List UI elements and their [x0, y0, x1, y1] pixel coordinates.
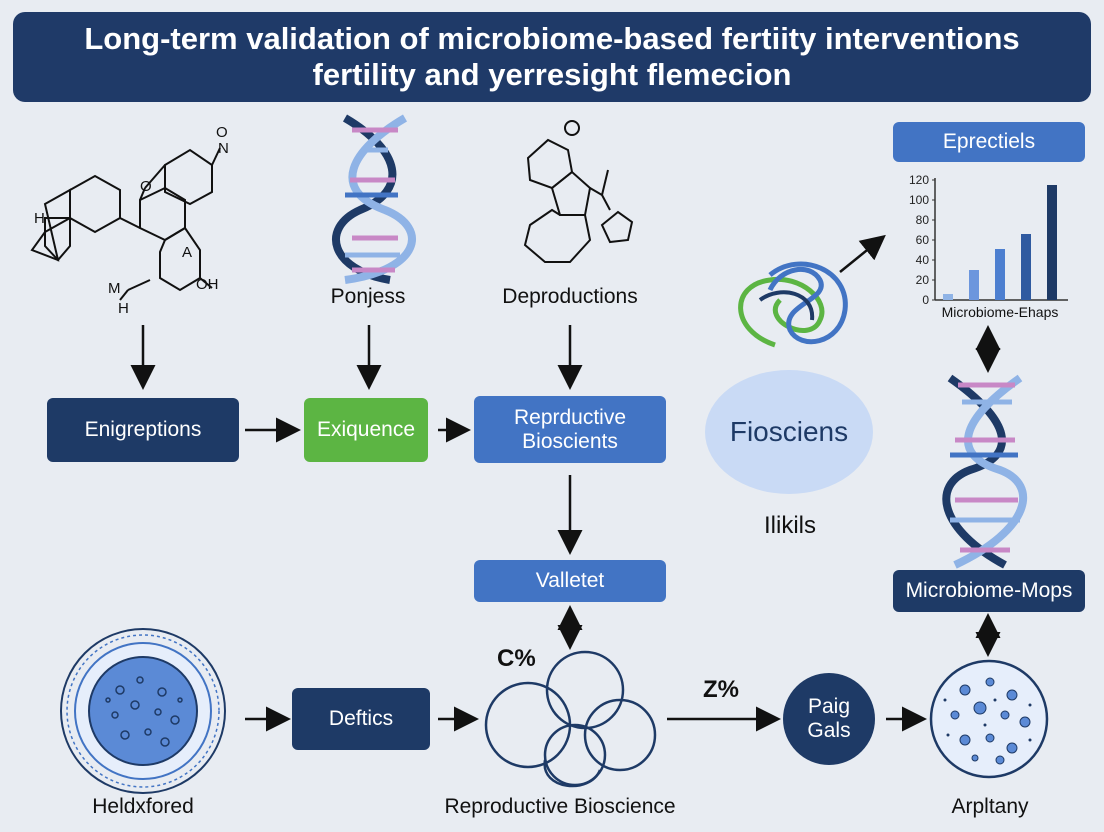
paig-line-1: Paig [807, 695, 851, 718]
molecule-right-label: Deproductions [502, 285, 638, 308]
y-tick-label: 100 [909, 193, 929, 207]
cluster-bottom-label: Reproductive Bioscience [444, 795, 676, 818]
deftics-box: Deftics [292, 688, 430, 750]
y-tick-label: 40 [916, 253, 930, 267]
molecule-left-icon [30, 147, 221, 301]
atom-h-bottom: H [118, 300, 129, 317]
title-line-2: fertility and yerresight flemecion [312, 57, 792, 92]
chart-caption: Microbiome-Ehaps [941, 304, 1059, 320]
y-tick-label: 0 [922, 293, 929, 307]
atom-a: A [182, 244, 193, 261]
atom-m: M [108, 280, 121, 297]
y-tick-label: 20 [916, 273, 930, 287]
eprectiels-box: Eprectiels [893, 122, 1085, 162]
y-tick-label: 80 [916, 213, 930, 227]
cell-right-icon [929, 659, 1049, 779]
chart-bar-1 [943, 294, 953, 300]
chart-bar-5 [1047, 185, 1057, 300]
reproductive-line-2: Bioscients [522, 429, 618, 453]
microbe-coil-icon [738, 261, 848, 348]
exiquence-box: Exiquence [304, 398, 428, 462]
paig-line-2: Gals [807, 719, 851, 742]
cell-left-icon [60, 628, 226, 794]
dna-helix-right-icon [942, 374, 1028, 569]
cell-left-label: Heldxfored [92, 795, 194, 818]
reproductive-bioscients-box: Reprductive Bioscients [474, 396, 666, 463]
atom-o-mid: O [140, 178, 152, 195]
chart-bar-4 [1021, 234, 1031, 300]
valletet-box: Valletet [474, 560, 666, 602]
z-percent-annotation: Z% [703, 676, 739, 703]
enigreptions-box: Enigreptions [47, 398, 239, 462]
microbiome-mops-box: Microbiome-Mops [893, 570, 1085, 612]
c-percent-annotation: C% [497, 645, 536, 672]
dna-helix-top-icon [332, 114, 416, 284]
fiosciens-circle [705, 370, 873, 494]
paig-circle [783, 673, 875, 765]
bar-chart: 0 20 40 60 80 100 120 [909, 173, 1068, 307]
dna-top-label: Ponjess [330, 285, 406, 308]
atom-o-top: O [216, 124, 228, 141]
paig-gals-label: Paig Gals [783, 693, 875, 745]
cell-right-label: Arpltany [951, 795, 1029, 818]
chart-bar-3 [995, 249, 1005, 300]
y-tick-label: 60 [916, 233, 930, 247]
chart-bar-2 [969, 270, 979, 300]
y-tick-label: 120 [909, 173, 929, 187]
fiosciens-label: Fiosciens [729, 416, 849, 447]
blob-label: Ilikils [764, 512, 816, 539]
molecule-right-icon [523, 120, 634, 263]
atom-h-left: H [34, 210, 45, 227]
title-banner: Long-term validation of microbiome-based… [13, 12, 1091, 102]
atom-n-top: N [218, 140, 229, 157]
title-line-1: Long-term validation of microbiome-based… [84, 21, 1020, 56]
atom-oh: OH [196, 276, 219, 293]
bacteria-cluster-icon [484, 650, 657, 788]
reproductive-line-1: Reprductive [513, 405, 627, 429]
